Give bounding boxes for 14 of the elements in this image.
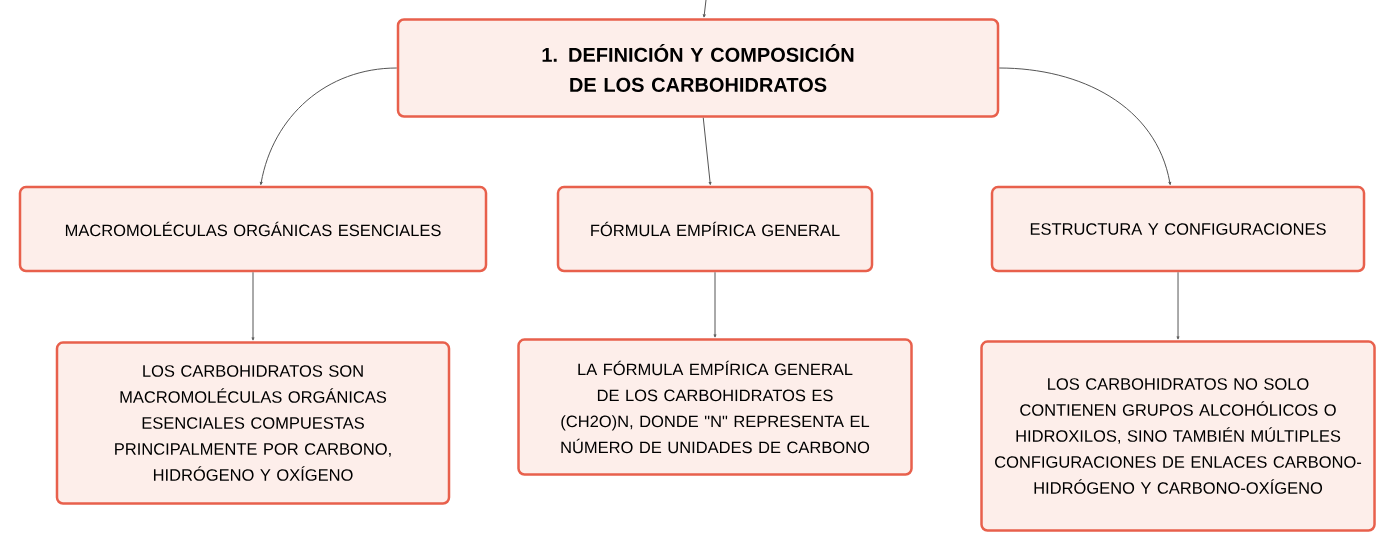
subtopic-box: FÓRMULA EMPÍRICA GENERAL [556, 185, 874, 273]
arrow [259, 67, 398, 186]
detail-box: LOS CARBOHIDRATOS SON MACROMOLÉCULAS ORGÁNICAS ESENCIALES COMPUESTAS PRINCIPALMENTE POR CARBONO, HIDRÓGENO Y OXÍGENO [55, 341, 451, 505]
arrow [702, 0, 707, 18]
arrow [998, 67, 1172, 186]
detail-box: LOS CARBOHIDRATOS NO SOLO CONTIENEN GRUPOS ALCOHÓLICOS O HIDROXILOS, SINO TAMBIÉN MÚLTIPLES CONFIGURACIONES DE ENLACES CARBONO-HIDRÓGENO Y CARBONO-OXÍGENO [980, 340, 1376, 532]
arrow [1176, 271, 1180, 340]
subtopic-box: ESTRUCTURA Y CONFIGURACIONES [990, 185, 1366, 273]
arrow [713, 271, 717, 338]
detail-box: LA FÓRMULA EMPÍRICA GENERAL DE LOS CARBOHIDRATOS ES (CH2O)N, DONDE "N" REPRESENTA EL NÚMERO DE UNIDADES DE CARBONO [517, 338, 913, 476]
topic-box: 1. DEFINICIÓN Y COMPOSICIÓN DE LOS CARBOHIDRATOS [396, 18, 1000, 118]
arrow [702, 117, 712, 186]
arrow [251, 271, 255, 341]
subtopic-box: MACROMOLÉCULAS ORGÁNICAS ESENCIALES [18, 185, 488, 273]
